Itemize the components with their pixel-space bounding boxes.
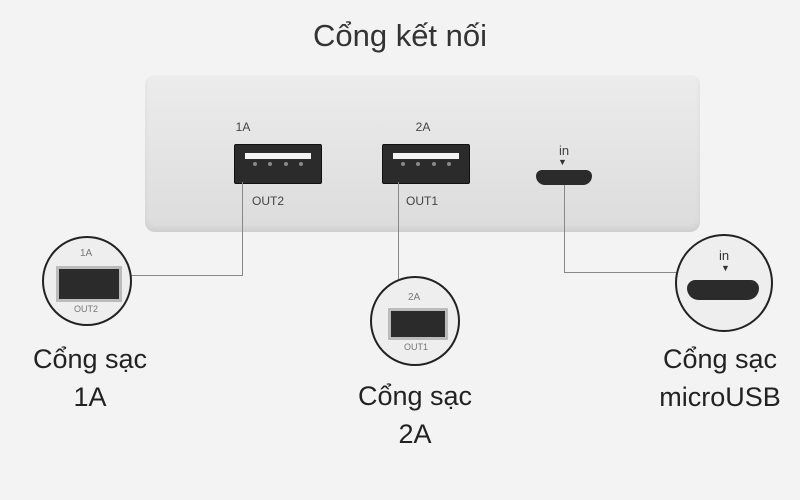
port-1a-label: 1A: [235, 120, 251, 134]
caption-microusb: Cổng sạc microUSB: [620, 340, 800, 416]
usb-port-zoom: [56, 266, 122, 302]
connector-line: [564, 185, 565, 273]
micro-usb-port: [536, 170, 592, 185]
zoom-out1-label: OUT1: [404, 342, 429, 352]
micro-usb-port-zoom: [687, 280, 759, 300]
caption-line: 2A: [398, 419, 432, 449]
caption-line: microUSB: [659, 382, 781, 412]
arrow-down-icon: ▼: [558, 157, 567, 167]
caption-line: 1A: [73, 382, 107, 412]
connector-line: [398, 182, 399, 280]
zoom-circle-microusb: in ▼: [675, 234, 773, 332]
zoom-in-label: in: [719, 248, 730, 263]
usb-port-out1: [382, 144, 470, 184]
port-2a-label: 2A: [415, 120, 431, 134]
caption-line: Cổng sạc: [357, 381, 473, 411]
zoom-2a-label: 2A: [408, 292, 421, 303]
page-title: Cổng kết nối: [312, 18, 488, 53]
zoom-circle-2a: 2A OUT1: [370, 276, 460, 366]
caption-2a: Cổng sạc 2A: [315, 377, 515, 453]
usb-port-out2: [234, 144, 322, 184]
zoom-out2-label: OUT2: [74, 304, 99, 314]
caption-line: Cổng sạc: [662, 344, 778, 374]
caption-1a: Cổng sạc 1A: [0, 340, 190, 416]
caption-line: Cổng sạc: [32, 344, 148, 374]
zoom-circle-1a: 1A OUT2: [42, 236, 132, 326]
port-out2-label: OUT2: [251, 194, 284, 208]
usb-port-zoom: [388, 308, 448, 340]
zoom-1a-label: 1A: [80, 248, 93, 259]
connector-line: [242, 182, 243, 276]
connector-line: [128, 275, 243, 276]
arrow-down-icon: ▼: [721, 263, 730, 273]
port-out1-label: OUT1: [405, 194, 438, 208]
connector-line: [564, 272, 677, 273]
port-in-label: in: [558, 143, 570, 158]
